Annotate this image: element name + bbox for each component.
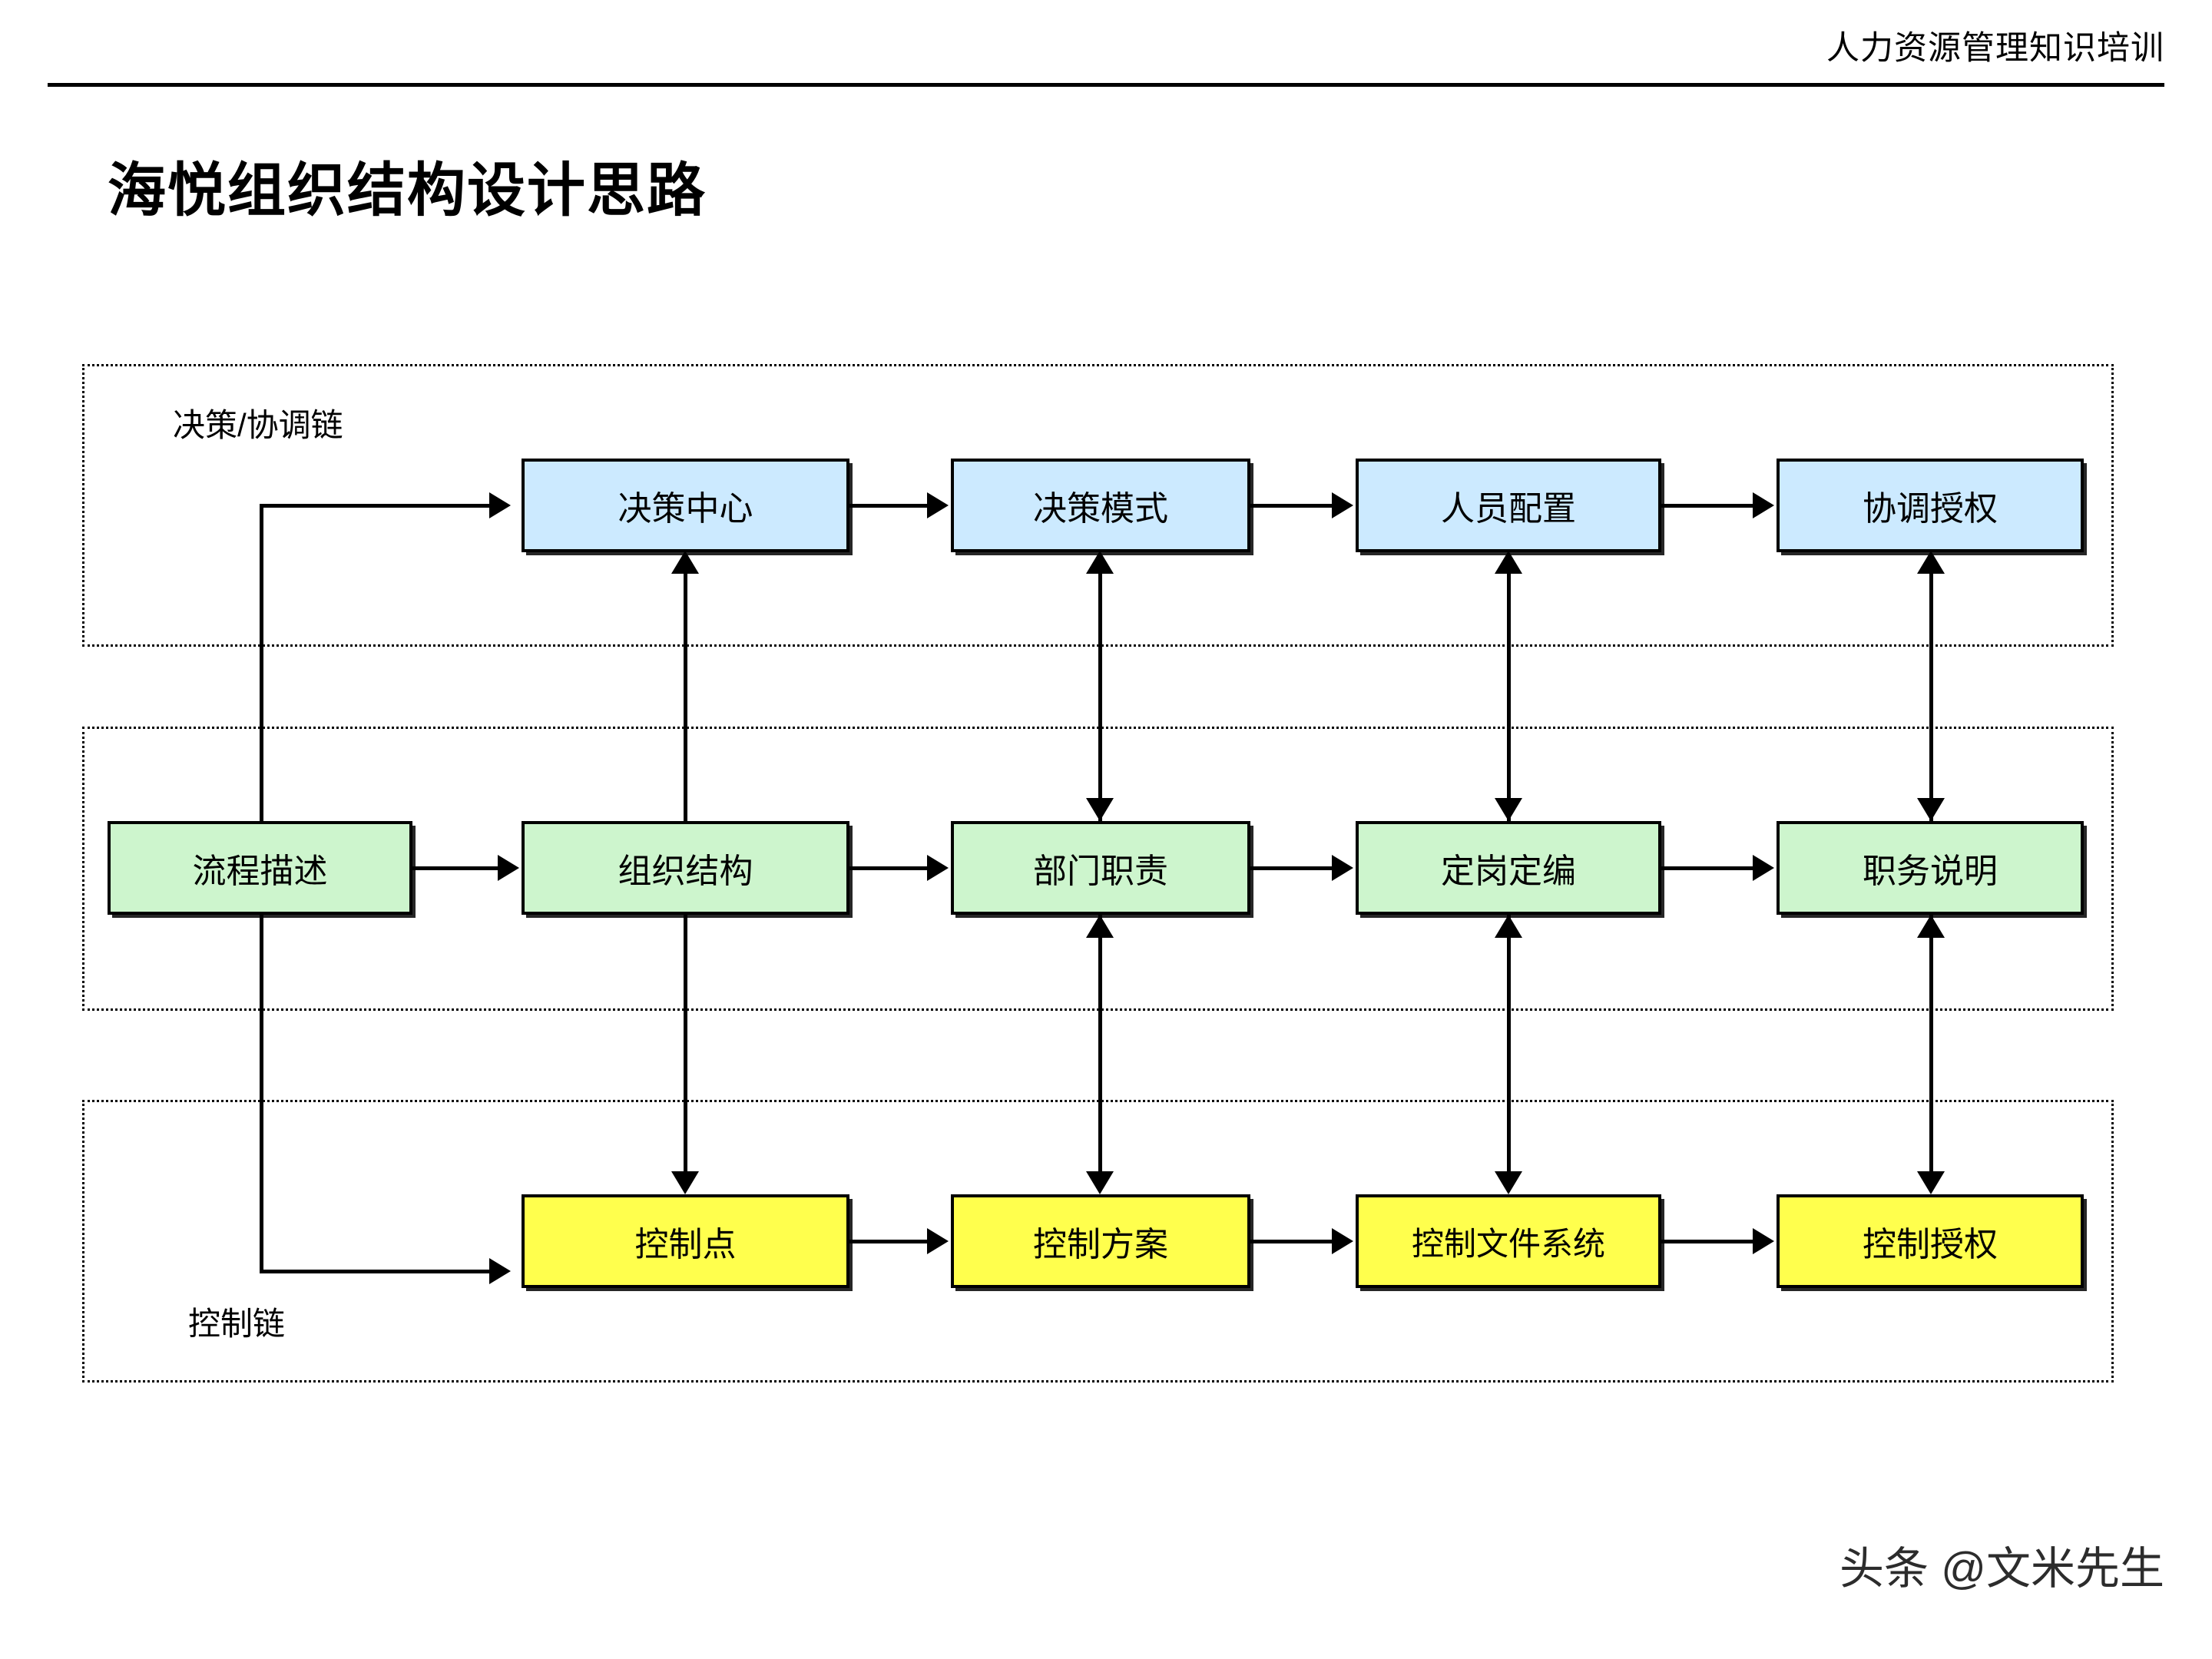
connector-col5-upper [1929,572,1933,821]
arrowhead-col5-up-decision [1917,551,1945,574]
connector-col3-upper [1098,572,1102,821]
connector-decision-2-3 [1250,504,1333,508]
node-org-structure[interactable]: 组织结构 [522,821,849,915]
arrowhead-process-1-2 [498,855,519,881]
connector-decision-1-2 [849,504,928,508]
arrowhead-decision-2-3 [1332,492,1353,518]
arrowhead-col3-down-control [1086,1171,1114,1194]
band-label-decision: 决策/协调链 [173,407,343,443]
node-process-description[interactable]: 流程描述 [108,821,412,915]
connector-decision-3-4 [1661,504,1753,508]
arrowhead-col4-up-decision [1495,551,1522,574]
arrowhead-col4-up-process [1495,915,1522,938]
arrowhead-col5-up-process [1917,915,1945,938]
arrowhead-col2-up-decision [671,551,699,574]
header-title: 人力资源管理知识培训 [1826,30,2164,67]
page-title: 海悦组织结构设计思路 [108,158,707,224]
node-control-document-system[interactable]: 控制文件系统 [1356,1194,1661,1288]
band-control-chain [82,1100,2114,1382]
node-control-point[interactable]: 控制点 [522,1194,849,1288]
header-divider [48,83,2164,87]
connector-process-2-3 [849,866,928,870]
connector-process-4-5 [1661,866,1753,870]
arrowhead-process-3-4 [1332,855,1353,881]
connector-left-to-control [260,1270,490,1273]
arrowhead-col3-up-process [1086,915,1114,938]
arrowhead-process-2-3 [927,855,949,881]
connector-col5-lower [1929,915,1933,1173]
arrowhead-decision-3-4 [1753,492,1774,518]
arrowhead-col3-up-decision [1086,551,1114,574]
arrowhead-col4-down-control [1495,1171,1522,1194]
connector-col4-upper [1507,572,1511,821]
arrowhead-left-to-decision [489,492,511,518]
node-department-duties[interactable]: 部门职责 [951,821,1250,915]
connector-control-1-2 [849,1240,928,1243]
node-control-plan[interactable]: 控制方案 [951,1194,1250,1288]
node-post-staffing[interactable]: 定岗定编 [1356,821,1661,915]
arrowhead-col5-down-control [1917,1171,1945,1194]
node-control-authorization[interactable]: 控制授权 [1777,1194,2084,1288]
arrowhead-control-2-3 [1332,1228,1353,1254]
band-decision-chain [82,364,2114,647]
arrowhead-col3-down-process [1086,798,1114,821]
node-decision-mode[interactable]: 决策模式 [951,459,1250,552]
connector-process-3-4 [1250,866,1333,870]
connector-col2-lower [684,915,687,1173]
node-coordination-authorization[interactable]: 协调授权 [1777,459,2084,552]
node-job-description[interactable]: 职务说明 [1777,821,2084,915]
watermark-credit: 头条 @文米先生 [1839,1544,2164,1594]
connector-col3-lower [1098,915,1102,1173]
arrowhead-left-to-control [489,1258,511,1284]
node-decision-center[interactable]: 决策中心 [522,459,849,552]
node-staff-allocation[interactable]: 人员配置 [1356,459,1661,552]
connector-col4-lower [1507,915,1511,1173]
connector-control-3-4 [1661,1240,1753,1243]
arrowhead-control-1-2 [927,1228,949,1254]
arrowhead-decision-1-2 [927,492,949,518]
arrowhead-control-3-4 [1753,1228,1774,1254]
band-label-control: 控制链 [188,1306,286,1342]
arrowhead-col5-down-process [1917,798,1945,821]
connector-left-to-decision [260,504,490,508]
band-process-chain [82,727,2114,1011]
page-header: 人力资源管理知识培训 [0,0,2212,87]
connector-control-2-3 [1250,1240,1333,1243]
connector-col2-upper [684,572,687,821]
arrowhead-col2-down-control [671,1171,699,1194]
arrowhead-process-4-5 [1753,855,1774,881]
connector-process-1-2 [412,866,498,870]
arrowhead-col4-down-process [1495,798,1522,821]
